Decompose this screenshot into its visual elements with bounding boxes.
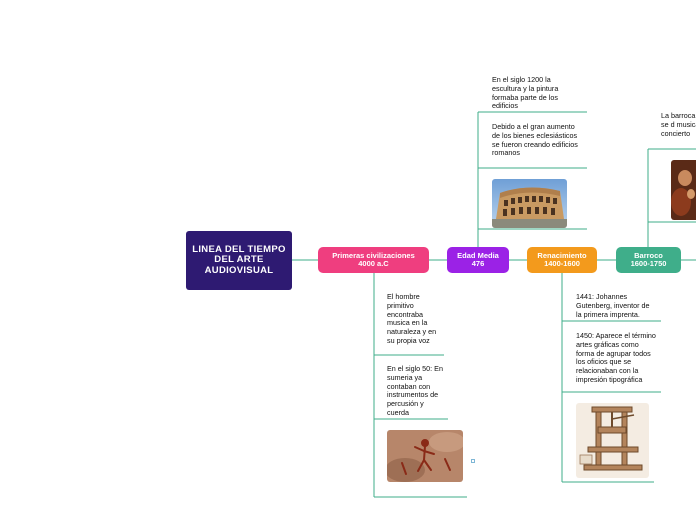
baroque-painting-photo-icon <box>671 160 696 220</box>
node-ren-date: 1400-1600 <box>544 259 580 268</box>
coliseum-photo-icon <box>492 179 567 228</box>
note-ren-2[interactable]: 1450: Aparece el término artes gráficas … <box>576 331 656 384</box>
node-primeras-date: 4000 a.C <box>358 259 389 268</box>
baroque-painting-image[interactable] <box>671 160 696 220</box>
coliseum-image[interactable] <box>492 179 567 228</box>
printing-press-photo-icon <box>576 403 649 478</box>
node-media-date: 476 <box>471 259 485 268</box>
collapse-marker-icon[interactable] <box>471 459 475 463</box>
node-barroco-date: 1600-1750 <box>630 259 667 268</box>
node-media-title: Edad Media <box>457 250 499 260</box>
node-ren-title: Renacimiento <box>537 250 587 260</box>
note-primeras-2[interactable]: En el siglo 50: En sumeria ya contaban c… <box>387 364 443 417</box>
node-primeras-title: Primeras civilizaciones <box>332 250 415 260</box>
note-barroco-1[interactable]: La barroca la que se d musicales el conc… <box>661 111 696 138</box>
node-primeras-civilizaciones[interactable]: Primeras civilizaciones 4000 a.C <box>318 247 429 273</box>
node-edad-media[interactable]: Edad Media 476 <box>447 247 509 273</box>
note-ren-1[interactable]: 1441: Johannes Gutenberg, inventor de la… <box>576 292 650 319</box>
cave-painting-photo-icon <box>387 430 463 482</box>
note-media-1[interactable]: En el siglo 1200 la escultura y la pintu… <box>492 75 559 111</box>
node-renacimiento[interactable]: Renacimiento 1400-1600 <box>527 247 597 273</box>
printing-press-image[interactable] <box>576 403 649 478</box>
root-node[interactable]: LINEA DEL TIEMPO DEL ARTE AUDIOVISUAL <box>186 231 292 290</box>
note-primeras-1[interactable]: El hombre primitivo encontraba musica en… <box>387 292 437 345</box>
cave-painting-image[interactable] <box>387 430 463 482</box>
node-barroco-title: Barroco <box>634 250 663 260</box>
note-media-2[interactable]: Debido a el gran aumento de los bienes e… <box>492 122 578 158</box>
root-title: LINEA DEL TIEMPO DEL ARTE AUDIOVISUAL <box>192 243 286 276</box>
node-barroco[interactable]: Barroco 1600-1750 <box>616 247 681 273</box>
